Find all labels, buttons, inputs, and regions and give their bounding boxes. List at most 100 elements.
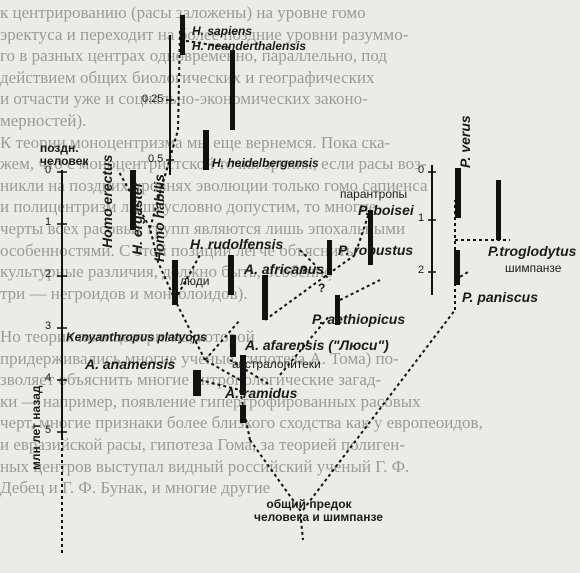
chimp-tick-0: 0 xyxy=(418,164,425,176)
branch-homo-trunk xyxy=(149,227,206,361)
bar-p-aethiopicus xyxy=(335,295,340,325)
background-text-line: жем, что с моноцентристской точки зрения… xyxy=(0,153,580,174)
bar-homo-erectus xyxy=(130,170,136,230)
chimp-tick-2: 2 xyxy=(418,264,425,276)
background-text-content: культурные различия, должно быть, особен… xyxy=(0,262,333,282)
bar-a-anamensis xyxy=(193,370,201,396)
tick-label-4: 4 xyxy=(45,372,52,384)
branch-erectus-to-sapiens xyxy=(117,169,151,229)
branch-aethiopicus xyxy=(279,314,331,376)
label-homo-erectus: Homo erectus xyxy=(99,154,115,248)
background-text-line: черты всех расовых групп являются лишь э… xyxy=(0,218,580,239)
tick-label-3: 3 xyxy=(45,320,52,332)
label-chimpanzee: шимпанзе xyxy=(505,261,562,275)
branch-kenyan xyxy=(229,359,271,386)
branch-ergaster-link xyxy=(149,29,181,229)
label-p-aethiopicus: P. aethiopicus xyxy=(312,311,406,327)
label-p-boisei: P. boisei xyxy=(358,202,414,218)
background-text-line: К теории моноцентризма мы еще вернемся. … xyxy=(0,132,580,153)
bar-homo-habilis xyxy=(172,260,178,305)
label-p-verus: P. verus xyxy=(457,115,473,168)
label-h-neanderthalensis: H. neanderthalensis xyxy=(192,39,307,53)
label-question-1: ? xyxy=(300,263,308,277)
label-p-paniscus: P. paniscus xyxy=(462,289,539,305)
label-kenyanthropus: Kenyanthropus platyops xyxy=(66,330,207,344)
label-p-robustus: P. robustus xyxy=(338,242,414,258)
background-text-line: действием общих биологических и географи… xyxy=(0,67,580,88)
background-text-content: к центрированию (расы заложены) на уровн… xyxy=(0,3,366,22)
background-text-line: и евразийской расы, гипотеза Гома, за те… xyxy=(0,434,580,455)
branch-paranthropus xyxy=(264,209,371,321)
background-text-content: мерностей). xyxy=(0,111,87,130)
background-text-content: и полицентризм лишь условно допустим, то… xyxy=(0,197,377,217)
label-h-ergaster: H. ergaster xyxy=(129,181,145,255)
tick-label-2: 2 xyxy=(45,268,52,280)
label-a-anamensis: A. anamensis xyxy=(85,356,176,372)
branch-question-2 xyxy=(339,279,381,301)
branch-h-sapiens-neander xyxy=(179,39,233,49)
background-text-line: го в разных центрах одновременно, паралл… xyxy=(0,45,580,66)
branch-rudolfensis xyxy=(174,254,201,301)
label-question-2: ? xyxy=(318,281,326,295)
bar-p-boisei xyxy=(368,210,373,265)
background-text-content: особенностями. С этой позиции легче объя… xyxy=(0,240,354,260)
background-text-content: ных центров выступал видный российский у… xyxy=(0,456,410,476)
label-homo-habilis: Homo habilis xyxy=(151,174,167,262)
background-text-line: ных центров выступал видный российский у… xyxy=(0,456,580,477)
bar-a-africanus xyxy=(262,275,268,320)
background-text-line: особенностями. С этой позиции легче объя… xyxy=(0,240,580,261)
branch-question-1 xyxy=(299,249,331,281)
bar-p-verus xyxy=(455,168,461,218)
bar-h-neanderthalensis xyxy=(230,50,235,130)
label-common-ancestor: общий предок человека и шимпанзе xyxy=(254,497,383,525)
label-a-ramidus: A. ramidus xyxy=(225,385,298,401)
label-paranthropes: парантропы xyxy=(340,187,408,201)
background-text-content: Дебец и Г. Ф. Бунак, и многие другие xyxy=(0,478,271,498)
bar-h-rudolfensis xyxy=(228,255,234,295)
label-late-human: поздн. человек xyxy=(40,141,89,168)
background-text-line: к центрированию (расы заложены) на уровн… xyxy=(0,2,580,23)
label-australopithecines: австралопитеки xyxy=(232,357,321,371)
background-text-line: ки — например, появление гипертрофирован… xyxy=(0,391,580,412)
axis-title: млн лет назад xyxy=(29,385,43,470)
background-text-line: никли на поздних уровнях эволюции только… xyxy=(0,175,580,196)
tick-label-0-25: 0.25 xyxy=(142,93,164,105)
background-text-line: и отчасти уже и социально-экономических … xyxy=(0,88,580,109)
label-h-heidelbergensis: H. heidelbergensis xyxy=(212,156,319,170)
background-text-content: зволяет объяснить многие антропологическ… xyxy=(0,370,382,390)
label-people: люди xyxy=(180,274,210,288)
branch-ramidus-ancestor xyxy=(249,439,304,541)
bar-h-sapiens xyxy=(180,15,185,55)
background-text-line: эректуса и переходит на более поздние ур… xyxy=(0,24,580,45)
branch-afarensis-up xyxy=(204,359,241,381)
tick-label-0: 0 xyxy=(45,164,52,176)
label-h-rudolfensis: H. rudolfensis xyxy=(190,236,284,252)
background-text-line: и полицентризм лишь условно допустим, то… xyxy=(0,196,580,217)
branch-africanus xyxy=(204,319,241,361)
tick-label-5: 5 xyxy=(45,424,52,436)
background-text-line: придерживались многие ученые, гипотеза А… xyxy=(0,348,580,369)
background-text-line: культурные различия, должно быть, особен… xyxy=(0,261,580,282)
background-text-content: эректуса и переходит на более поздние ур… xyxy=(0,24,409,44)
label-a-africanus: A. africanus xyxy=(244,261,325,277)
tick-label-1: 1 xyxy=(45,216,52,228)
tick-label-0-5: 0.5 xyxy=(148,153,164,165)
background-text-content: го в разных центрах одновременно, паралл… xyxy=(0,46,388,66)
bar-a-ramidus xyxy=(240,405,246,423)
label-a-afarensis: A. afarensis ("Люси") xyxy=(245,337,389,353)
background-text-content: К теории моноцентризма мы еще вернемся. … xyxy=(0,132,391,152)
label-h-sapiens: H. sapiens xyxy=(192,24,253,38)
bar-h-heidelbergensis xyxy=(203,130,209,170)
branch-anamensis xyxy=(199,379,241,391)
background-text-content: жем, что с моноцентристской точки зрения… xyxy=(0,154,427,174)
background-text-content: никли на поздних уровнях эволюции только… xyxy=(0,175,428,195)
background-text-content: и отчасти уже и социально-экономических … xyxy=(0,89,368,109)
label-p-troglodytes: P.troglodytus xyxy=(488,243,577,259)
background-text-content: ки — например, появление гипертрофирован… xyxy=(0,391,421,411)
background-text-content: и евразийской расы, гипотеза Гома, за те… xyxy=(0,435,405,454)
chimp-tick-1: 1 xyxy=(418,212,425,224)
bar-p-robustus xyxy=(327,240,332,275)
background-text-line: Дебец и Г. Ф. Бунак, и многие другие xyxy=(0,477,580,498)
